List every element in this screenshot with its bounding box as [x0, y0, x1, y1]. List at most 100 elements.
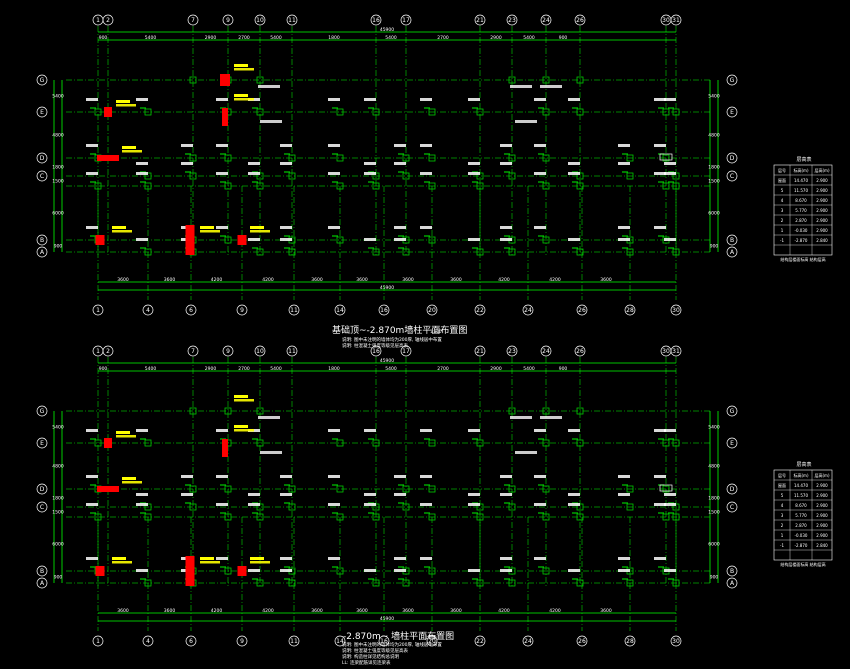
axis-label: E: [40, 109, 44, 116]
wall-column: [372, 439, 380, 447]
table-title: 层高表: [796, 156, 811, 163]
axis-label: 16: [380, 307, 388, 314]
table-cell: 1: [781, 228, 784, 233]
wall-column: [508, 579, 516, 587]
dimension-value: 6000: [708, 211, 720, 217]
axis-bubble: [474, 345, 486, 357]
table-cell: 5.770: [795, 513, 807, 518]
column-tag: [468, 503, 480, 506]
axis-bubble: [187, 14, 199, 26]
axis-bubble: [400, 345, 412, 357]
wall-column: [662, 182, 670, 190]
dimension-value: 900: [54, 575, 63, 581]
column-tag: [618, 493, 630, 496]
wall-column: [476, 579, 484, 587]
column-tag: [664, 172, 676, 175]
dimension-value: 1500: [708, 510, 720, 516]
axis-label: 24: [524, 638, 532, 645]
highlighted-column: [95, 566, 105, 576]
dimension-value: 4200: [549, 608, 561, 614]
column-tag: [654, 98, 666, 101]
dimension-value: 900: [710, 575, 719, 581]
axis-label: 9: [240, 307, 244, 314]
axis-label: 28: [626, 307, 634, 314]
column-tag: [618, 569, 630, 572]
column-tag: [394, 557, 406, 560]
column-tag: [500, 569, 512, 572]
column-tag: [181, 493, 193, 496]
wall-column: [542, 567, 550, 575]
wall-column: [576, 182, 584, 190]
plan-note: 说明: 柱混凝土强度等级见层高表: [342, 647, 408, 654]
axis-bubble: [36, 246, 48, 258]
plan-scale: 1:100: [425, 635, 437, 640]
wall-column: [224, 236, 232, 244]
yellow-annotation: [234, 399, 254, 402]
wall-column: [336, 108, 344, 116]
axis-bubble: [506, 14, 518, 26]
dimension-value: 4200: [498, 277, 510, 283]
axis-label: G: [40, 408, 45, 415]
yellow-annotation: [116, 104, 136, 107]
column-tag: [394, 144, 406, 147]
wall-column: [428, 236, 436, 244]
column-tag: [248, 569, 260, 572]
wall-column: [542, 407, 550, 415]
column-tag: [664, 503, 676, 506]
column-tag: [280, 557, 292, 560]
dimension-value: 6000: [708, 542, 720, 548]
highlighted-column: [97, 486, 119, 492]
axis-bubble: [142, 635, 154, 647]
column-tag: [364, 493, 376, 496]
wall-tag: [515, 451, 537, 454]
axis-bubble: [726, 234, 738, 246]
axis-bubble: [222, 14, 234, 26]
column-tag: [664, 162, 676, 165]
axis-bubble: [36, 170, 48, 182]
table-cell: 8.670: [795, 503, 807, 508]
axis-label: 31: [672, 348, 680, 355]
wall-column: [672, 513, 680, 521]
wall-column: [336, 439, 344, 447]
dimension-value: 2700: [238, 366, 250, 372]
wall-column: [288, 485, 296, 493]
column-tag: [654, 475, 666, 478]
axis-bubble: [506, 345, 518, 357]
column-tag: [86, 98, 98, 101]
dimension-value: 5400: [523, 35, 535, 41]
wall-marker: [659, 484, 673, 492]
wall-column: [672, 108, 680, 116]
axis-label: B: [730, 237, 734, 244]
wall-column: [508, 407, 516, 415]
column-tag: [654, 172, 666, 175]
overall-dimension: 45900: [380, 616, 394, 622]
column-tag: [181, 475, 193, 478]
wall-column: [576, 407, 584, 415]
column-tag: [568, 569, 580, 572]
column-tag: [500, 162, 512, 165]
table-cell: 3: [781, 208, 784, 213]
dimension-value: 5400: [270, 366, 282, 372]
table-cell: 2.900: [816, 178, 828, 183]
dimension-value: 4800: [52, 464, 64, 470]
table-header: 层高(m): [814, 472, 829, 478]
axis-label: G: [730, 77, 735, 84]
table-cell: 2.900: [816, 523, 828, 528]
column-tag: [216, 98, 228, 101]
column-tag: [280, 238, 292, 241]
table-footer: 结构层楼面标高 结构层高: [780, 256, 825, 262]
dimension-value: 1800: [52, 165, 64, 171]
wall-column: [428, 182, 436, 190]
axis-label: 30: [662, 17, 670, 24]
dimension-value: 1800: [328, 35, 340, 41]
column-tag: [420, 144, 432, 147]
axis-bubble: [36, 565, 48, 577]
yellow-annotation: [250, 226, 264, 229]
column-tag: [328, 226, 340, 229]
axis-bubble: [726, 565, 738, 577]
column-tag: [420, 226, 432, 229]
axis-bubble: [726, 501, 738, 513]
axis-label: 21: [476, 348, 484, 355]
highlighted-column: [104, 438, 112, 448]
